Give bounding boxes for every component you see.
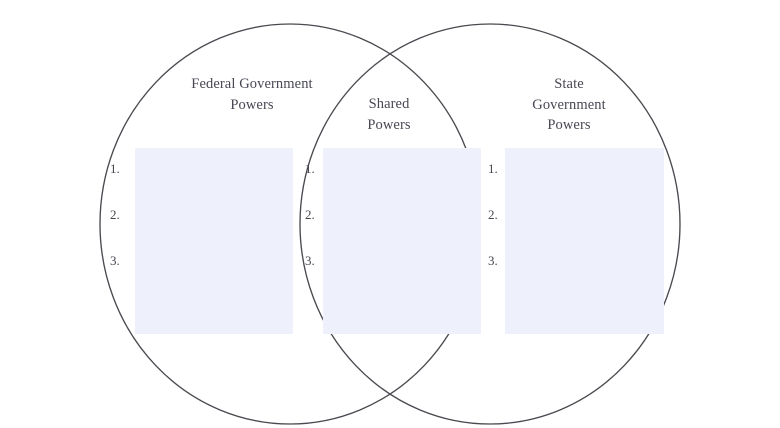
region-title-federal: Federal Government Powers xyxy=(191,76,313,113)
answer-column-shared: 1. 2. 3. xyxy=(305,148,481,334)
region-title-shared: Shared Powers xyxy=(367,96,411,133)
list-item: 1. xyxy=(305,161,315,176)
list-item: 2. xyxy=(110,207,120,222)
list-item: 2. xyxy=(488,207,498,222)
list-item: 2. xyxy=(305,207,315,222)
region-title-state: State Government Powers xyxy=(532,76,606,134)
list-item: 1. xyxy=(488,161,498,176)
answer-input-state[interactable] xyxy=(505,148,664,334)
answer-column-state: 1. 2. 3. xyxy=(488,148,664,334)
answer-input-federal[interactable] xyxy=(135,148,293,334)
list-item: 1. xyxy=(110,161,120,176)
answer-input-shared[interactable] xyxy=(323,148,481,334)
list-item: 3. xyxy=(305,253,315,268)
list-item: 3. xyxy=(488,253,498,268)
list-item: 3. xyxy=(110,253,120,268)
answer-column-federal: 1. 2. 3. xyxy=(110,148,293,334)
